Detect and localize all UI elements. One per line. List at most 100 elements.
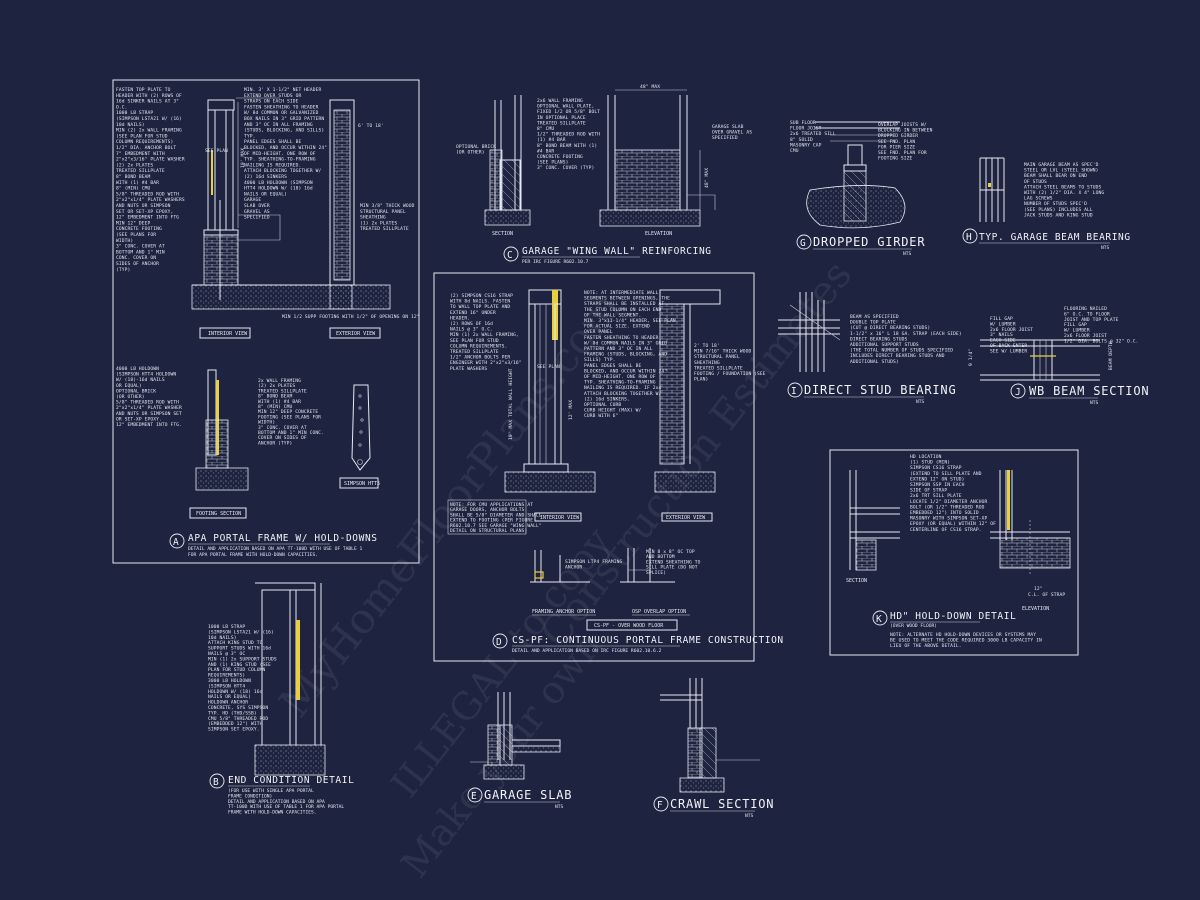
- detail-a-footing-notes-line: OPTIONAL BRICK: [116, 388, 156, 394]
- detail-a-exterior-label-box: [329, 327, 381, 339]
- detail-a-notes-mid-line: BLOCKED, AND OCCUR WITHIN 24": [244, 145, 327, 151]
- detail-a-footing-section-label: FOOTING SECTION: [196, 511, 241, 517]
- detail-h-notes-line: (SEE PLANS) INCLUDES ALL: [1024, 207, 1093, 213]
- detail-f-title: CRAWL SECTION: [670, 797, 774, 811]
- detail-k-notes-line: (1) STUD (MIN): [910, 460, 950, 466]
- detail-a-notes-mid-line: SPECIFIED: [244, 215, 270, 221]
- detail-a-footing-notes-line: (OR OTHER): [116, 394, 145, 400]
- detail-d-exterior-drawing: [654, 289, 721, 493]
- detail-c-notes-mid-line: OPTIONAL WALL PLATE,: [537, 104, 594, 110]
- detail-a-footing-notes-right-line: (2) 2x PLATES: [258, 383, 295, 389]
- detail-b-notes-line: 1000 LB STRAP: [208, 624, 245, 630]
- detail-d-notes-mid-line: SILLS) TYP.: [584, 357, 616, 363]
- detail-e-title: GARAGE SLAB: [484, 788, 572, 802]
- detail-b-title: END CONDITION DETAIL: [228, 775, 354, 786]
- simpson-label-box: [339, 477, 379, 489]
- detail-h-notes-line: JACK STUDS AND KING STUD: [1024, 212, 1093, 218]
- detail-g-drawing: [806, 121, 906, 229]
- detail-d-tag-circle: [492, 633, 508, 649]
- detail-c-notes-mid-line: (1) #4 BAR: [537, 137, 566, 143]
- detail-d-subtitle: DETAIL AND APPLICATION BASED ON IRC FIGU…: [512, 648, 662, 654]
- detail-c-notes-mid-line: 1/2" THREADED ROD WITH: [537, 132, 600, 138]
- detail-a-notes-left-line: 8" (MIN) CMU: [116, 186, 151, 192]
- detail-b-notes-line: CMU 5/8" THREADED ROD: [208, 716, 268, 722]
- detail-c: OPTIONAL BRICK(OR OTHER) 2x6 WALL FRAMIN…: [456, 84, 752, 265]
- detail-d-notes-mid-line: CURB WITH 6": [584, 413, 618, 419]
- detail-j-nts: NTS: [1090, 400, 1099, 406]
- detail-b-drawing: [254, 582, 326, 776]
- detail-c-subtitle: PER IRC FIGURE R602.10.7: [522, 259, 589, 265]
- detail-d-interior-drawing: [504, 289, 596, 493]
- detail-h-letter: H: [966, 232, 972, 243]
- detail-d-notes-left-line: PLATE WASHERS: [450, 366, 487, 372]
- detail-a-notes-mid-line: 4000 LB HOLDOWN (SIMPSON: [244, 180, 313, 186]
- detail-d-notes-mid-line: THE STUD COLUMN ON EACH END: [584, 307, 662, 313]
- detail-b-notes-line: (EMBEDDED 12") WITH: [208, 721, 263, 727]
- detail-a-notes-left-line: 3" CONC. COVER AT: [116, 244, 165, 250]
- detail-k-note: NOTE: ALTERNATE HD HOLD-DOWN DEVICES OR …: [890, 632, 1042, 649]
- detail-a-notes-left-line: 10d NAILS): [116, 122, 145, 128]
- detail-a-notes-mid-line: EXTEND OVER STUDS OR: [244, 93, 301, 99]
- detail-a-notes-mid-line: SLAB OVER: [244, 203, 270, 209]
- detail-g-nts: NTS: [903, 251, 912, 257]
- detail-d-osp-drawing: [620, 548, 675, 583]
- detail-k-letter: K: [876, 614, 882, 625]
- detail-a-interior-label-box: [199, 327, 251, 339]
- detail-g-letter: G: [800, 238, 806, 249]
- detail-b-notes-line: HOLDOWN W/ (18) 16d: [208, 689, 263, 695]
- detail-c-tag-circle: [503, 246, 519, 262]
- detail-a-notes-right-line: MIN 3/8" THICK WOOD: [360, 203, 415, 209]
- detail-c-notes-mid-line: FIXED 1/2 OR 5/8" BOLT: [537, 109, 600, 115]
- detail-b-notes-line: ATTACH KING STUD TO: [208, 640, 263, 646]
- detail-c-notes-left-line: OPTIONAL BRICK: [456, 144, 496, 150]
- detail-d-notes-mid-line: OF THE WALL SEGMENT.: [584, 312, 641, 318]
- detail-d-notes-mid-line: FRAMING (STUDS, BLOCKING, AND: [584, 352, 667, 358]
- detail-h-notes-line: ATTACH STEEL BEAMS TO STUDS: [1024, 184, 1102, 190]
- detail-h-nts: NTS: [1101, 245, 1110, 251]
- detail-k-notes-line: EPOXY (OR EQUAL) WITHIN 12" OF: [910, 521, 996, 527]
- detail-d-notes-mid-line: PANEL EDGES SHALL BE: [584, 363, 641, 369]
- detail-d-note-box-text-line: R602.10.7 SEE GARAGE "WING WALL": [450, 523, 542, 529]
- detail-j-dim-left: 9 1/4": [968, 349, 974, 366]
- detail-a-dim-top: 6' TO 18': [358, 123, 384, 129]
- detail-a-notes-mid-line: W/ 8d COMMON OR GALVANIZED: [244, 110, 319, 116]
- detail-a-notes-mid-line: ATTACH BLOCKING TOGETHER W/: [244, 168, 322, 174]
- detail-j-notes-right-line: JOIST AND TOP PLATE: [1064, 317, 1119, 323]
- detail-a-notes-left-line: 7" EMBEDMENT WITH: [116, 151, 165, 157]
- detail-d-notes-left-line: TO WALL TOP PLATE AND: [450, 304, 510, 310]
- detail-f-tag-circle: [653, 796, 669, 812]
- detail-i-nts: NTS: [916, 399, 925, 405]
- detail-a-notes-left-line: 5/8" THREADED ROD WITH: [116, 191, 179, 197]
- detail-a-footing-notes-line: 2"x2"x1/4" PLATE WASHER: [116, 405, 182, 411]
- detail-a-notes-mid-line: TYP.: [244, 133, 255, 139]
- detail-j-tag-circle: [1010, 383, 1026, 399]
- detail-g-tag-circle: [796, 234, 812, 250]
- detail-a-footing-notes-line: 5/8" THREADED ROD WITH: [116, 400, 179, 406]
- detail-d-osp-notes-line: SPLICE): [646, 570, 666, 576]
- detail-d-notes-right-line: SHEATHING: [694, 360, 720, 366]
- detail-a-notes-left-line: 1000 LB STRAP: [116, 110, 153, 116]
- detail-a-footing-notes-line: 12" EMBEDMENT INTO FTG.: [116, 422, 182, 428]
- detail-b-notes-line: 10d NAILS): [208, 635, 237, 641]
- detail-k-notes-line: HD LOCATION: [910, 454, 942, 460]
- detail-c-notes-mid-line: 3" CONC. COVER (TYP): [537, 165, 594, 171]
- detail-b-subtitle-line: FRAME CONDITION): [228, 793, 272, 799]
- detail-a-notes-mid-line: (2) 16d SINKERS: [244, 174, 287, 180]
- detail-a-notes-left-line: SIDES OF ANCHOR: [116, 261, 159, 267]
- detail-d-notes-left-line: SEE PLAN FOR STUD: [450, 338, 499, 344]
- detail-a-see-plan: SEE PLAN: [205, 148, 228, 154]
- detail-d-caption-box: [586, 619, 678, 631]
- detail-k-tag-circle: [872, 610, 888, 626]
- detail-j-notes-right-line: 2x6 FLOOR JOIST: [1064, 333, 1107, 339]
- detail-d-notes-mid-line: ATTACH BLOCKING TOGETHER W/: [584, 391, 662, 397]
- detail-d-osp-notes-line: MIN 8 x 8" OC TOP: [646, 549, 695, 555]
- detail-a-notes-left-line: (SIMPSON LSTA21 W/ (16): [116, 116, 182, 122]
- detail-b-notes-line: SIMPSON SET EPOXY.: [208, 727, 260, 733]
- detail-a-notes-left-line: FASTEN TOP PLATE TO: [116, 87, 171, 93]
- detail-h-notes-line: STEEL OR LVL (STEEL SHOWN): [1024, 168, 1099, 174]
- detail-b-notes-line: PLAN FOR STUD COLUMN: [208, 667, 265, 673]
